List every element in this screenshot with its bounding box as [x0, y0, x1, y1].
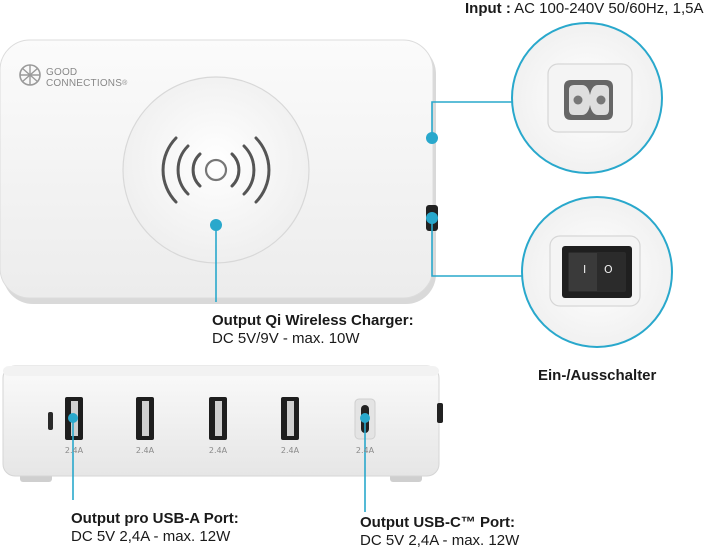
port-rating-label: 2.4A: [135, 446, 155, 455]
port-rating-label: 2.4A: [208, 446, 228, 455]
callout-connectors: [72, 101, 522, 512]
port-rating-label: 2.4A: [280, 446, 300, 455]
usbc-label: Output USB-C™ Port: DC 5V 2,4A - max. 12…: [360, 514, 519, 550]
port-rating-label: 2.4A: [355, 446, 375, 455]
usbc-title: Output USB-C™ Port:: [360, 514, 515, 531]
wireless-charging-pad: [122, 76, 310, 264]
input-label: Input : AC 100-240V 50/60Hz, 1,5A: [465, 0, 703, 18]
rocker-switch-icon: [562, 246, 632, 298]
wireless-charging-icon: [161, 136, 271, 204]
usb-a-port: [281, 397, 299, 440]
usb-a-port: [209, 397, 227, 440]
switch-off-symbol: O: [604, 263, 613, 276]
brand-logo-text: Good Connections®: [46, 67, 127, 89]
charger-front-view: [2, 365, 443, 482]
union-jack-logo-icon: [19, 64, 41, 86]
wireless-value: DC 5V/9V - max. 10W: [212, 330, 360, 347]
charger-top-view: [0, 39, 438, 304]
usba-title: Output pro USB-A Port:: [71, 510, 239, 527]
usba-label: Output pro USB-A Port: DC 5V 2,4A - max.…: [71, 510, 239, 546]
input-callout-circle: [511, 22, 663, 174]
callout-dots: [68, 132, 438, 423]
usb-a-port: [136, 397, 154, 440]
switch-on-symbol: I: [583, 263, 587, 276]
input-title: Input :: [465, 0, 511, 17]
switch-callout-circle: [521, 196, 673, 348]
wireless-label: Output Qi Wireless Charger: DC 5V/9V - m…: [212, 312, 414, 348]
power-socket-icon: [564, 80, 613, 120]
brand-mark: ®: [122, 80, 128, 87]
brand-line-1: Good: [46, 67, 78, 78]
port-rating-label: 2.4A: [64, 446, 84, 455]
usba-value: DC 5V 2,4A - max. 12W: [71, 528, 231, 545]
input-value: AC 100-240V 50/60Hz, 1,5A: [514, 0, 704, 17]
led-indicator: [48, 412, 53, 430]
wireless-title: Output Qi Wireless Charger:: [212, 312, 414, 329]
brand-line-2: Connections: [46, 78, 123, 89]
switch-label: Ein-/Ausschalter: [538, 367, 657, 384]
usbc-value: DC 5V 2,4A - max. 12W: [360, 532, 520, 549]
